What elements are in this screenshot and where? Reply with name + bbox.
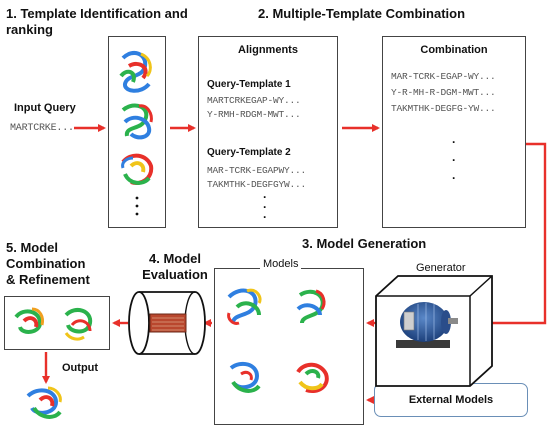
- step5-title-line2: Combination: [6, 256, 86, 271]
- input-query-label: Input Query: [14, 102, 76, 114]
- step4-title-line2: Evaluation: [142, 267, 208, 282]
- generator-label: Generator: [416, 262, 466, 274]
- alignments-box: Alignments Query-Template 1 MARTCRKEGAP-…: [198, 36, 338, 228]
- combination-header: Combination: [420, 44, 488, 56]
- combination-more-dots: ···: [452, 135, 456, 185]
- step5-title-line1: 5. Model: [6, 240, 59, 255]
- models-label: Models: [260, 258, 302, 270]
- step5-title-line3: & Refinement: [6, 272, 90, 287]
- arrow-combination-to-generator: [476, 142, 547, 327]
- alignment-2-seq1: MAR-TCRK-EGAPWY...: [207, 165, 307, 176]
- combination-seq-3: TAKMTHK-DEGFG-YW...: [391, 103, 496, 114]
- step1-title-line1: 1. Template Identification and: [6, 6, 188, 21]
- alignment-1-seq1: MARTCRKEGAP-WY...: [207, 95, 301, 106]
- template-list-box: [108, 36, 166, 228]
- input-query-sequence: MARTCRKE...: [10, 123, 74, 134]
- external-models-box: External Models: [374, 383, 528, 417]
- alignment-1-seq2: Y-RMH-RDGM-MWT...: [207, 109, 301, 120]
- step2-title: 2. Multiple-Template Combination: [258, 6, 466, 21]
- output-label: Output: [62, 362, 99, 374]
- alignment-2-seq2: TAKMTHK-DEGFGYW...: [207, 179, 307, 190]
- query-template-2-label: Query-Template 2: [207, 147, 291, 158]
- step1-title: 1. Template Identification and ranking: [6, 6, 256, 38]
- combination-seq-2: Y-R-MH-R-DGM-MWT...: [391, 87, 496, 98]
- alignments-header: Alignments: [238, 44, 298, 56]
- evaluation-cylinder-icon: [128, 291, 206, 355]
- step5-title: 5. Model Combination & Refinement: [6, 240, 116, 288]
- electric-generator-icon: [375, 275, 493, 387]
- step1-title-line2: ranking: [6, 22, 53, 37]
- query-template-1-label: Query-Template 1: [207, 79, 291, 90]
- refinement-box: [4, 296, 110, 350]
- alignments-more-dots: ···: [263, 190, 267, 224]
- models-box: [214, 268, 364, 425]
- step4-title: 4. Model Evaluation: [135, 251, 215, 283]
- external-models-label: External Models: [408, 394, 494, 406]
- step4-title-line1: 4. Model: [148, 251, 201, 266]
- combination-seq-1: MAR-TCRK-EGAP-WY...: [391, 71, 496, 82]
- protein-structure-icon: [14, 50, 329, 419]
- combination-box: Combination MAR-TCRK-EGAP-WY... Y-R-MH-R…: [382, 36, 526, 228]
- step3-title: 3. Model Generation: [302, 236, 427, 251]
